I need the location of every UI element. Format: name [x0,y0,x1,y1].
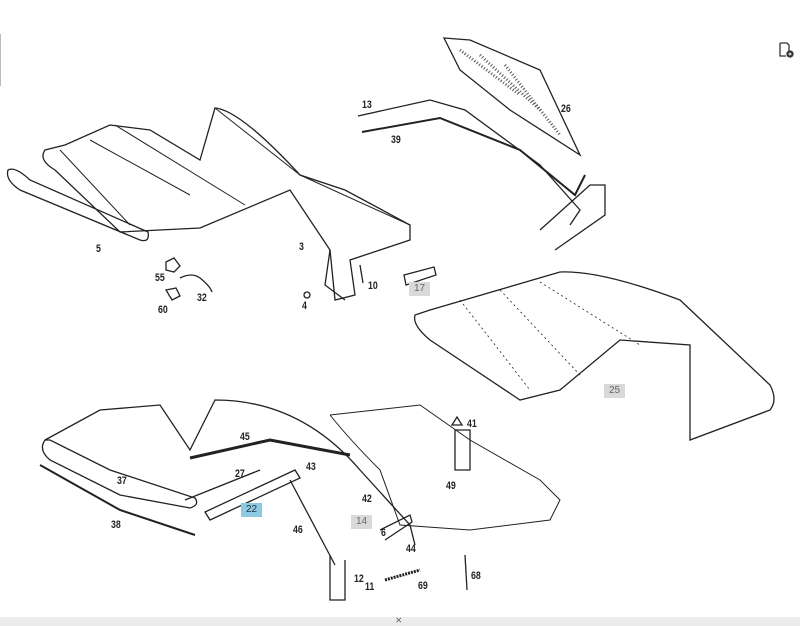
part-38 [39,464,196,536]
label-part-5[interactable]: 5 [96,243,101,255]
label-part-60[interactable]: 60 [158,304,168,316]
label-part-38[interactable]: 38 [111,519,121,531]
part-10 [359,264,364,284]
label-part-43[interactable]: 43 [306,461,316,473]
label-part-11[interactable]: 11 [365,581,375,593]
label-part-4[interactable]: 4 [302,300,307,312]
part-69 [384,568,421,582]
hotspot-part-25[interactable]: 25 [604,384,626,398]
label-part-3[interactable]: 3 [299,241,304,253]
bottom-collapse-bar[interactable] [0,617,800,626]
label-part-27[interactable]: 27 [235,468,245,480]
add-to-list-icon[interactable] [778,42,794,58]
part-44 [379,514,413,541]
left-panel-edge [0,34,1,86]
label-part-49[interactable]: 49 [446,480,456,492]
chevron-down-icon[interactable]: ⨯ [395,615,403,625]
part-37 [41,439,198,509]
part-60 [164,287,181,301]
label-part-10[interactable]: 10 [368,280,378,292]
label-part-37[interactable]: 37 [117,475,127,487]
label-part-12[interactable]: 12 [354,573,364,585]
part-55 [165,257,181,273]
label-part-46[interactable]: 46 [293,524,303,536]
label-part-69[interactable]: 69 [418,580,428,592]
label-part-6[interactable]: 6 [381,527,386,539]
part-46 [289,479,336,566]
part-26-window [442,37,582,157]
part-4 [303,291,311,299]
part-41 [450,415,464,426]
label-part-26[interactable]: 26 [561,103,571,115]
label-part-41[interactable]: 41 [467,418,477,430]
label-part-55[interactable]: 55 [155,272,165,284]
label-part-13[interactable]: 13 [362,99,372,111]
part-25-cover [413,271,775,441]
hotspot-part-22-selected[interactable]: 22 [241,503,263,517]
part-32 [179,274,213,293]
part-13 [357,99,581,226]
part-45 [189,438,351,460]
hotspot-part-14[interactable]: 14 [351,515,373,529]
part-68 [464,554,468,591]
part-27 [184,469,261,501]
part-3-frame [42,107,411,301]
label-part-68[interactable]: 68 [471,570,481,582]
part-22 [204,469,301,521]
label-part-32[interactable]: 32 [197,292,207,304]
part-frame-lower [44,399,416,546]
part-17-bracket [403,266,437,286]
part-49 [454,429,471,471]
part-body-panel [329,404,561,531]
label-part-44[interactable]: 44 [406,543,416,555]
label-part-39[interactable]: 39 [391,134,401,146]
part-39 [361,116,586,197]
part-5-bow [6,168,149,242]
label-part-45[interactable]: 45 [240,431,250,443]
hotspot-part-17[interactable]: 17 [409,282,431,296]
label-part-42[interactable]: 42 [362,493,372,505]
